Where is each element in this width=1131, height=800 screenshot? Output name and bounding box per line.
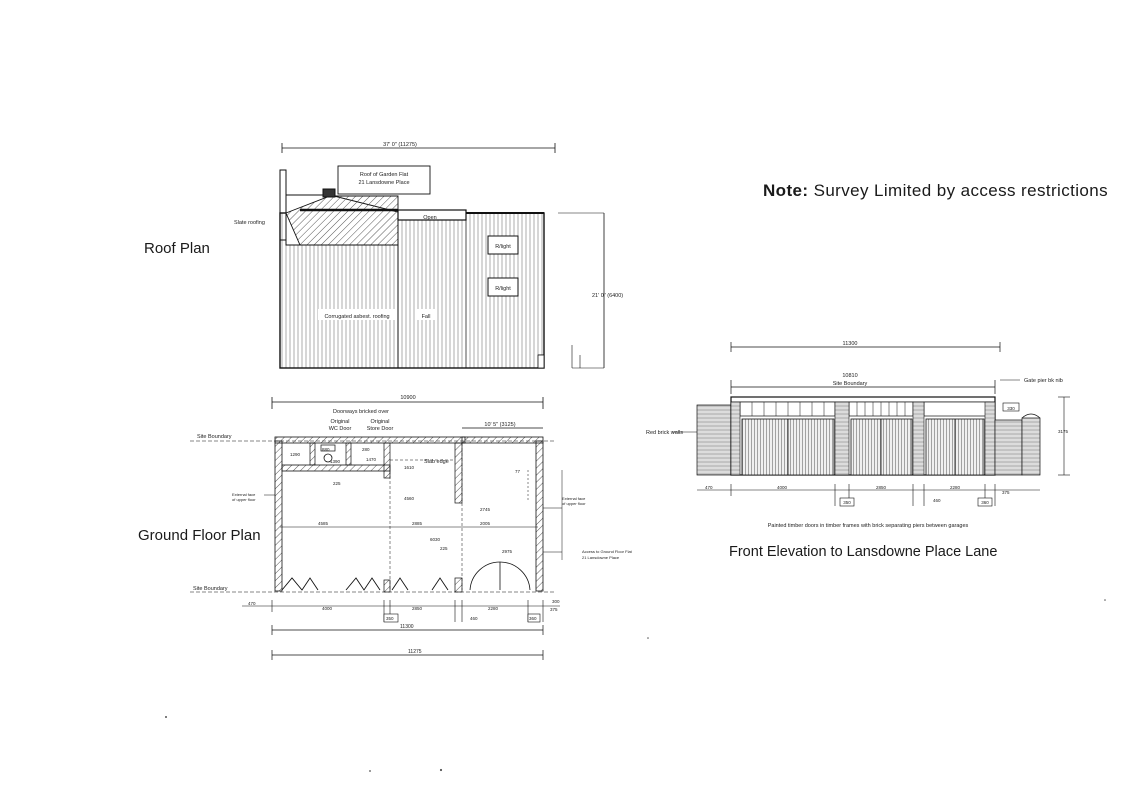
ground-floor-plan-title: Ground Floor Plan [138, 527, 261, 544]
roof-plan [279, 143, 605, 369]
open-label: Open [423, 215, 436, 221]
front-elevation-labels: 11300 10810 Site Boundary Gate pier bk n… [646, 341, 1069, 529]
fe-gate-pier: Gate pier bk nib [1024, 378, 1063, 384]
gf-right-top-dim: 10' 5" (3125) [484, 422, 515, 428]
original-store-1: Original [371, 419, 390, 425]
fe-dim-470: 470 [705, 485, 713, 490]
roof-overall-dim: 37' 0" (11275) [383, 142, 417, 148]
original-store-2: Store Door [367, 426, 394, 432]
original-wc-2: WC Door [329, 426, 352, 432]
ground-floor-plan [190, 397, 563, 660]
fe-dim-460: 460 [933, 498, 941, 503]
dim-6030: 6030 [430, 537, 441, 542]
fe-red-brick: Red brick walls [646, 430, 683, 436]
dim-11275: 11275 [408, 649, 422, 655]
original-wc-1: Original [331, 419, 350, 425]
front-elevation-title: Front Elevation to Lansdowne Place Lane [729, 544, 998, 560]
dim-1390: 1390 [330, 459, 341, 464]
fe-dim-3175: 3175 [1058, 429, 1069, 434]
fe-dim-375: 375 [1002, 490, 1010, 495]
note-lead: Note: [763, 181, 809, 200]
fe-dim-2850: 2850 [876, 485, 887, 490]
survey-note: Note: Survey Limited by access restricti… [763, 181, 1108, 201]
garden-flat-label-2: 21 Lansdowne Place [358, 180, 409, 186]
dim-880: 880 [322, 447, 330, 452]
dim-2850: 2850 [412, 606, 423, 611]
dim-1610: 1610 [404, 465, 415, 470]
dim-2280: 2280 [488, 606, 499, 611]
site-boundary-top-label: Site Boundary [197, 434, 232, 440]
fe-dim-330: 330 [1007, 406, 1015, 411]
external-face-right-2: of upper floor [562, 501, 586, 506]
dim-11300: 11300 [400, 624, 414, 630]
front-elevation [672, 342, 1070, 507]
dim-2885: 2885 [412, 521, 423, 526]
dim-1470: 1470 [366, 457, 377, 462]
dim-2975: 2975 [502, 549, 513, 554]
note-text: Survey Limited by access restrictions [808, 181, 1109, 200]
dim-460: 460 [470, 616, 478, 621]
dim-225: 225 [333, 481, 341, 486]
roof-plan-labels: 37' 0" (11275) Roof of Garden Flat 21 La… [234, 142, 623, 320]
fe-caption: Painted timber doors in timber frames wi… [768, 523, 969, 529]
dim-77: 77 [515, 469, 521, 474]
fe-dim-11300: 11300 [843, 341, 858, 347]
garden-flat-label-1: Roof of Garden Flat [360, 172, 409, 178]
dim-350: 350 [386, 616, 394, 621]
dim-360: 360 [529, 616, 537, 621]
dim-300: 300 [552, 599, 560, 604]
slab-edge-label: Slab edge [424, 459, 449, 465]
roof-plan-title: Roof Plan [144, 240, 210, 257]
dim-4585: 4585 [318, 521, 329, 526]
rooflight-1-label: R/light [495, 244, 511, 250]
fe-dim-360: 360 [981, 500, 989, 505]
dim-470: 470 [248, 601, 256, 606]
ground-floor-labels: 10900 Doorways bricked over Original WC … [193, 395, 633, 655]
fall-label: Fall [422, 314, 431, 320]
fe-dim-10810: 10810 [842, 373, 857, 379]
fe-dim-4000: 4000 [777, 485, 788, 490]
rooflight-2-label: R/light [495, 286, 511, 292]
dim-2005: 2005 [480, 521, 491, 526]
site-boundary-bottom-label: Site Boundary [193, 586, 228, 592]
dim-375: 375 [550, 607, 558, 612]
gf-top-dim: 10900 [400, 395, 415, 401]
external-face-right-1: External face [562, 496, 586, 501]
access-note-1: Access to Ground Floor Flat [582, 549, 633, 554]
access-note-2: 21 Lansdowne Place [582, 555, 620, 560]
dim-4000: 4000 [322, 606, 333, 611]
dim-225b: 225 [440, 546, 448, 551]
dim-4560: 4560 [404, 496, 415, 501]
dim-1290: 1290 [290, 452, 301, 457]
fe-dim-350: 350 [843, 500, 851, 505]
external-face-left-1: External face [232, 492, 256, 497]
scan-specks [165, 599, 1106, 772]
fe-dim-2280: 2280 [950, 485, 961, 490]
roof-depth-dim: 21' 0" (6400) [592, 293, 623, 299]
fe-site-boundary: Site Boundary [833, 381, 868, 387]
dim-2745: 2745 [480, 507, 491, 512]
dim-280: 280 [362, 447, 370, 452]
doorways-bricked-label: Doorways bricked over [333, 409, 389, 415]
slate-roofing-label: Slate roofing [234, 220, 265, 226]
corrugated-label: Corrugated asbest. roofing [324, 314, 389, 320]
external-face-left-2: of upper floor [232, 497, 256, 502]
